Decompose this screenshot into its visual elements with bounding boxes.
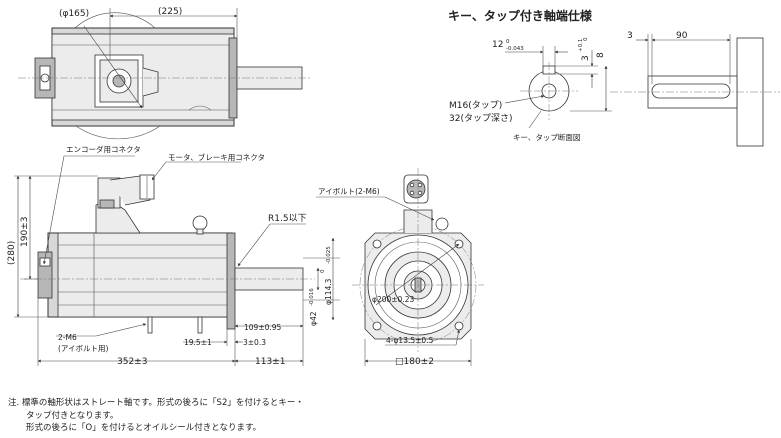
key-depth-tol-lower: 0 — [583, 37, 589, 41]
shaft-ext-label: 113±1 — [255, 357, 285, 367]
key-slot-view — [651, 83, 731, 99]
shaft-dia-tol: -0.016 — [309, 288, 315, 306]
note-line-2: タップ付きとなります。 — [26, 410, 119, 421]
shaft-dia-label: φ42 — [309, 311, 318, 326]
note-line-3: 形式の後ろに「O」を付けるとオイルシール付きとなります。 — [26, 423, 262, 433]
key-width-label: 12 — [492, 40, 503, 50]
total-len-label: 352±3 — [117, 357, 147, 367]
key-detail-title: キー、タップ付き軸端仕様 — [448, 8, 593, 23]
key-height-label: 8 — [596, 52, 606, 58]
radius-label: R1.5以下 — [268, 214, 307, 224]
notes: 注. 標準の軸形状はストレート軸です。形式の後ろに「S2」を付けるとキー・ タッ… — [8, 397, 768, 435]
spigot-tol-upper: 0 — [320, 269, 326, 273]
front-bolt-hole — [372, 321, 382, 331]
holes-label: 4-φ13.5±0.5 — [386, 336, 434, 345]
key-width-tol-upper: 0 — [506, 39, 510, 45]
flange-sq-label: □180±2 — [395, 357, 434, 367]
flange-thk-label: 19.5±1 — [184, 338, 212, 347]
side-flange — [226, 232, 236, 330]
key-offset-label: 3 — [627, 31, 633, 41]
tap-label: M16(タップ) — [449, 100, 502, 111]
section-label: キー、タップ断面図 — [513, 132, 580, 142]
top-len-225-label: (225) — [158, 7, 182, 17]
height-280-label: (280) — [7, 241, 17, 265]
side-view: エンコーダ用コネクタ モータ、ブレーキ用コネクタ (280) 190±3 R1.… — [7, 144, 340, 367]
front-eyebolt-label: アイボルト(2-M6) — [318, 187, 380, 196]
key-width-tol-lower: -0.043 — [506, 46, 524, 52]
note-line-1: 注. 標準の軸形状はストレート軸です。形式の後ろに「S2」を付けるとキー・ — [8, 398, 304, 408]
side-eyebolt — [192, 215, 208, 231]
front-view: アイボルト(2-M6) φ200±0.23 4-φ13.5±0.5 □180±2 — [316, 168, 484, 367]
spigot-tol-lower: -0.025 — [326, 246, 332, 264]
key-depth-tol-upper: +0.1 — [578, 39, 584, 52]
eyebolt-left-sub: (アイボルト用) — [58, 344, 109, 353]
eyebolt-left-label: 2-M6 — [58, 333, 77, 342]
height-190-label: 190±3 — [20, 217, 30, 247]
front-bolt-hole — [372, 239, 382, 249]
spigot-dia-label: φ114.3 — [324, 278, 333, 305]
tap-depth-label: 32(タップ深さ) — [449, 113, 512, 124]
top-dia-165-label: (φ165) — [59, 9, 89, 19]
spigot-len-label: 3±0.3 — [243, 338, 266, 347]
shaft-len-label: 109±0.95 — [244, 323, 282, 332]
key-depth-label: 3 — [581, 55, 591, 61]
front-bolt-hole — [454, 321, 464, 331]
pcd-label: φ200±0.23 — [372, 295, 414, 304]
top-view: (φ165) (225) — [18, 7, 312, 140]
key-detail: キー、タップ付き軸端仕様 12 0 -0.043 3 +0.1 0 8 M16(… — [448, 8, 780, 147]
front-eyebolt — [435, 217, 449, 231]
encoder-connector-label: エンコーダ用コネクタ — [66, 144, 141, 154]
motor-connector-label: モータ、ブレーキ用コネクタ — [168, 152, 265, 162]
key-length-label: 90 — [676, 31, 688, 41]
